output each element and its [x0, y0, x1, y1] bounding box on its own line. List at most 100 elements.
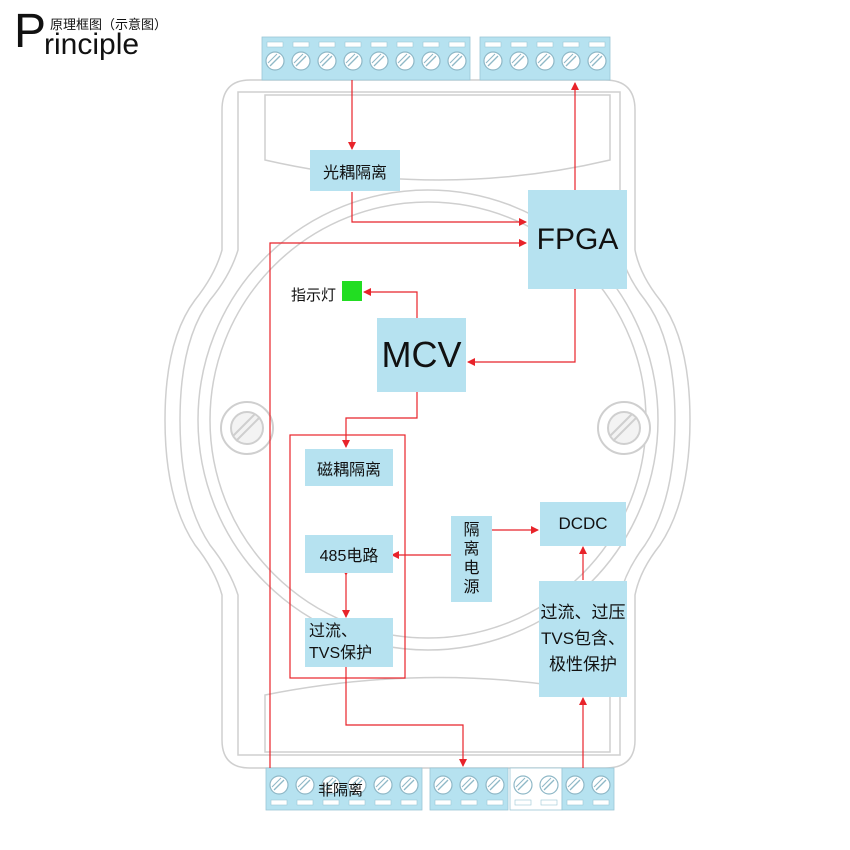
terminal-screw-slot: [537, 53, 548, 64]
isolated-power-char-4: 源: [463, 579, 480, 596]
terminal-screw-slot: [489, 779, 501, 791]
terminal-slot: [514, 799, 532, 806]
terminal-screw-slot: [295, 55, 307, 67]
right-protection-line-2: TVS包含、: [540, 629, 626, 648]
terminal-screw-slot: [563, 53, 574, 64]
terminal-screw-slot: [451, 55, 463, 67]
terminal-slot: [292, 41, 310, 48]
terminal-screw-slot: [461, 777, 472, 788]
terminal-screw-slot: [299, 779, 311, 791]
isolated-power-char-2: 离: [463, 541, 480, 558]
dcdc-label: DCDC: [558, 514, 608, 533]
top-terminal-strip: [261, 36, 611, 81]
terminal-screw-slot: [325, 779, 337, 791]
mcu-label: MCV: [381, 334, 462, 375]
terminal-screw-slot: [351, 779, 363, 791]
terminal-slot: [322, 799, 340, 806]
terminal-screw-slot: [345, 53, 356, 64]
terminal-screw-slot: [567, 777, 578, 788]
terminal-screw-slot: [401, 777, 412, 788]
optocoupler-block: 光耦隔离: [310, 150, 400, 191]
terminal-screw-slot: [517, 779, 529, 791]
terminal-screw-slot: [423, 53, 434, 64]
left-screw-icon: [220, 401, 274, 455]
isolated-power-char-3: 电: [463, 560, 480, 577]
mcu-block: MCV: [377, 318, 466, 392]
terminal-slot: [562, 41, 580, 48]
terminal-slot: [566, 799, 584, 806]
terminal-slot: [536, 41, 554, 48]
terminal-screw-slot: [403, 779, 415, 791]
wire-protection-terminal: [342, 660, 467, 767]
right-screw-icon: [597, 401, 651, 455]
terminal-screw-slot: [319, 53, 330, 64]
terminal-block-segment: [265, 767, 423, 811]
wire-mcu-to-indicator: [363, 288, 418, 318]
terminal-slot: [422, 41, 440, 48]
terminal-slot: [592, 799, 610, 806]
terminal-screw-slot: [273, 779, 285, 791]
terminal-screw-slot: [377, 779, 389, 791]
title-chinese: 原理框图（示意图）: [50, 17, 168, 32]
terminal-slot: [374, 799, 392, 806]
terminal-screw-slot: [511, 53, 522, 64]
terminal-screw-slot: [373, 55, 385, 67]
terminal-screw-slot: [595, 779, 607, 791]
fpga-label: FPGA: [536, 222, 619, 256]
terminal-screw-slot: [487, 55, 499, 67]
terminal-slot: [400, 799, 418, 806]
terminal-screw-slot: [267, 53, 278, 64]
isolated-power-block: 隔 离 电 源: [451, 516, 492, 602]
terminal-slot: [344, 41, 362, 48]
terminal-screw-slot: [321, 55, 333, 67]
right-protection-line-3: 极性保护: [549, 655, 617, 674]
terminal-screw-slot: [589, 53, 600, 64]
terminal-screw-slot: [541, 777, 552, 788]
terminal-slot: [348, 799, 366, 806]
terminal-screw-slot: [399, 55, 411, 67]
left-protection-block: 过流、 TVS保护: [305, 618, 393, 667]
terminal-screw-slot: [349, 777, 360, 788]
terminal-slot: [396, 41, 414, 48]
left-protection-line-1: 过流、: [309, 622, 358, 640]
terminal-screw-slot: [269, 55, 281, 67]
terminal-slot: [296, 799, 314, 806]
terminal-screw-slot: [425, 55, 437, 67]
wire-mcu-fpga: [467, 283, 579, 366]
terminal-screw-slot: [515, 777, 526, 788]
terminal-screw-slot: [463, 779, 475, 791]
terminal-screw-slot: [591, 55, 603, 67]
terminal-slot: [370, 41, 388, 48]
title-word: rinciple: [44, 28, 140, 61]
isolated-power-char-1: 隔: [463, 522, 480, 539]
terminal-screw-slot: [437, 779, 449, 791]
right-protection-block: 过流、过压 TVS包含、 极性保护: [539, 581, 627, 697]
bottom-terminal-strip: [265, 767, 615, 811]
terminal-screw-slot: [539, 55, 551, 67]
non-isolated-label: 非隔离: [318, 782, 364, 799]
terminal-screw-slot: [487, 777, 498, 788]
terminal-screw-slot: [569, 779, 581, 791]
terminal-screw-slot: [375, 777, 386, 788]
title-initial: P: [14, 5, 47, 58]
indicator-light: [342, 281, 362, 301]
dcdc-block: DCDC: [540, 502, 626, 546]
terminal-screw-slot: [485, 53, 496, 64]
terminal-screw-slot: [449, 53, 460, 64]
terminal-screw-slot: [293, 53, 304, 64]
terminal-screw-slot: [271, 777, 282, 788]
indicator-label: 指示灯: [291, 287, 337, 304]
signal-wires: [269, 80, 587, 768]
terminal-screw-slot: [593, 777, 604, 788]
wire-bus-to-fpga: [269, 239, 527, 768]
optocoupler-label: 光耦隔离: [322, 164, 387, 182]
fpga-block: FPGA: [528, 190, 627, 289]
terminal-screw-slot: [565, 55, 577, 67]
terminal-slot: [510, 41, 528, 48]
terminal-screw-slot: [297, 777, 308, 788]
wire-mcu-magnetic: [342, 385, 421, 448]
right-protection-line-1: 过流、过压: [540, 603, 626, 622]
rs485-block: 485电路: [305, 535, 393, 573]
terminal-screw-slot: [397, 53, 408, 64]
